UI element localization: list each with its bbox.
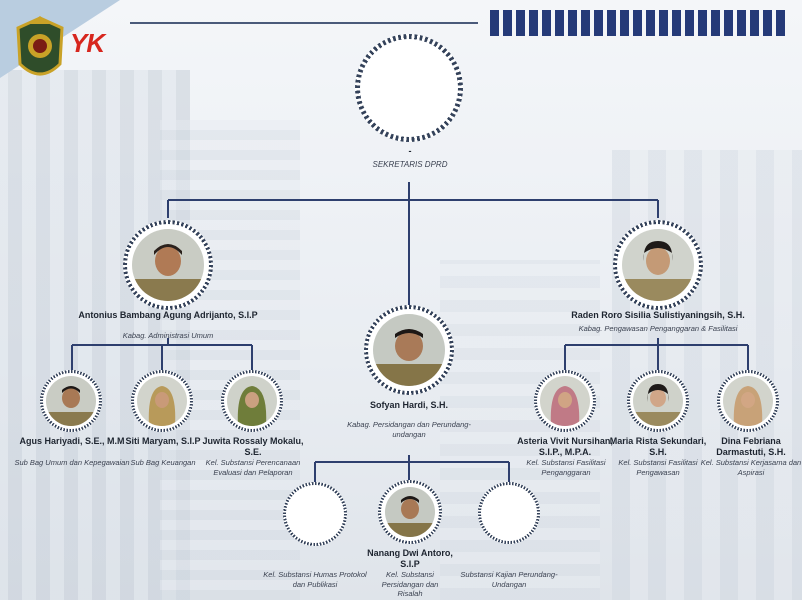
maria-portrait-ring <box>627 370 689 432</box>
agus-role: Sub Bag Umum dan Kepegawaian <box>14 458 130 467</box>
antonius-role: Kabag. Administrasi Umum <box>122 331 214 340</box>
header-bars-decoration <box>490 10 785 36</box>
sekretaris-role: SEKRETARIS DPRD <box>372 160 448 169</box>
antonius-photo <box>132 229 204 301</box>
antonius-name: Antonius Bambang Agung Adrijanto, S.I.P <box>78 310 258 320</box>
dina-portrait-ring <box>717 370 779 432</box>
maria-role: Kel. Substansi Fasilitasi Pengawasan <box>618 458 698 477</box>
agus-name: Agus Hariyadi, S.E., M.M <box>19 436 125 446</box>
dina-role: Kel. Substansi Kerjasama dan Aspirasi <box>700 458 802 477</box>
maria-name: Maria Rista Sekundari, S.H. <box>609 436 707 457</box>
asteria-photo <box>540 376 590 426</box>
agus-portrait-ring <box>40 370 102 432</box>
humas-role: Kel. Substansi Humas Protokol dan Publik… <box>263 570 367 589</box>
header-divider <box>130 22 478 24</box>
nanang-role: Kel. Substansi Persidangan dan Risalah <box>381 570 439 598</box>
asteria-name: Asteria Vivit Nursihan, S.I.P., M.P.A. <box>517 436 613 457</box>
humas-portrait-ring <box>283 482 347 546</box>
raden-photo <box>622 229 694 301</box>
juwita-role: Kel. Substansi Perencanaan Evaluasi dan … <box>205 458 301 477</box>
agus-photo <box>46 376 96 426</box>
sekretaris-portrait-ring <box>355 34 463 142</box>
siti-photo <box>137 376 187 426</box>
kajian-portrait-ring <box>478 482 540 544</box>
sofyan-name: Sofyan Hardi, S.H. <box>369 400 449 410</box>
emblem-logo <box>16 16 64 76</box>
asteria-portrait-ring <box>534 370 596 432</box>
siti-name: Siti Maryam, S.I.P <box>125 436 201 446</box>
sofyan-portrait-ring <box>364 305 454 395</box>
sekretaris-name: - <box>408 146 412 156</box>
antonius-portrait-ring <box>123 220 213 310</box>
building-left <box>0 70 190 600</box>
dina-name: Dina Febriana Darmastuti, S.H. <box>716 436 786 457</box>
sofyan-role: Kabag. Persidangan dan Perundang-undanga… <box>347 420 471 439</box>
asteria-role: Kel. Substansi Fasilitasi Penganggaran <box>526 458 606 477</box>
sofyan-photo <box>373 314 445 386</box>
maria-photo <box>633 376 683 426</box>
siti-portrait-ring <box>131 370 193 432</box>
kajian-role: Substansi Kajian Perundang-Undangan <box>460 570 558 589</box>
nanang-name: Nanang Dwi Antoro, S.I.P <box>367 548 453 569</box>
raden-role: Kabag. Pengawasan Penganggaran & Fasilit… <box>578 324 738 333</box>
juwita-portrait-ring <box>221 370 283 432</box>
nanang-portrait-ring <box>378 480 442 544</box>
dina-photo <box>723 376 773 426</box>
raden-portrait-ring <box>613 220 703 310</box>
juwita-photo <box>227 376 277 426</box>
juwita-name: Juwita Rossaly Mokalu, S.E. <box>202 436 304 457</box>
yk-logo-text: YK <box>70 28 105 58</box>
nanang-photo <box>385 487 435 537</box>
siti-role: Sub Bag Keuangan <box>130 458 196 467</box>
raden-name: Raden Roro Sisilia Sulistiyaningsih, S.H… <box>571 310 745 320</box>
